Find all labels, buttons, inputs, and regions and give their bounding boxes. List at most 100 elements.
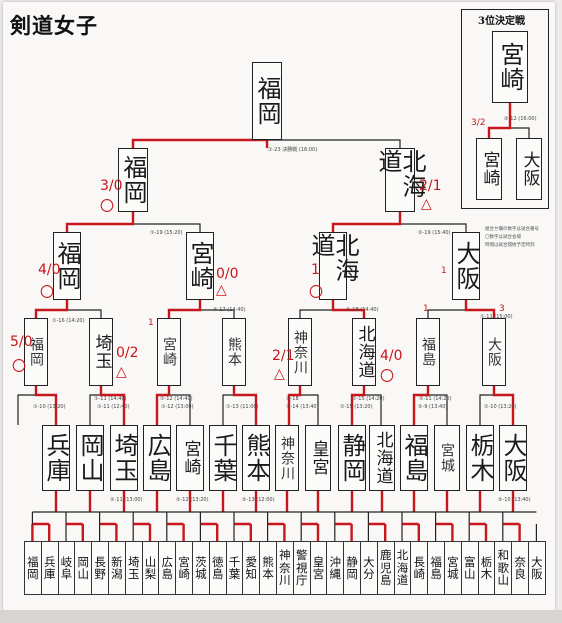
prefecture-char: 島 [379,573,392,588]
prefecture-char: 沖 [329,554,342,569]
prefecture-char: 島 [211,567,224,581]
prefecture-box: 千葉 [225,541,244,595]
round2-winner-6: 千葉 [209,425,237,491]
prefecture-char: 分 [363,567,375,581]
prefecture-box: 福島 [427,541,445,595]
round3-winner-3: 宮崎 [157,318,181,386]
semifinal-info-2: ②-19 (15:40) [418,230,451,236]
prefecture-char: 山 [463,567,476,581]
prefecture-char: 川 [279,573,291,588]
prefecture-box: 兵庫 [40,541,59,595]
prefecture-char: 山 [497,573,510,588]
prefecture-box: 大阪 [528,541,546,595]
round3-winner-line-5 [287,386,302,425]
prefecture-char: 長 [94,554,106,569]
prefecture-box: 宮城 [444,541,462,595]
prefecture-box: 静岡 [343,541,361,595]
prefecture-box: 岐阜 [57,541,76,595]
prefecture-char: 児 [379,560,392,575]
round3-winner-line-2 [99,386,126,425]
prefecture-char: 城 [447,567,459,581]
round3-winner-8: 大阪 [482,318,506,386]
round2-winner-12: 福島 [400,425,428,491]
prefecture-box: 和歌山 [494,541,513,595]
prefecture-char: 新 [111,554,123,569]
round3-winner-1: 福岡 [24,318,48,386]
prefecture-char: 大 [531,554,543,569]
round3-winner-line-4 [232,386,258,425]
round3-winner-line-7 [412,386,430,425]
round3-mark-2: △ [116,364,127,380]
prefecture-char: 阪 [531,567,543,581]
prefecture-char: 岡 [346,567,358,581]
prefecture-char: 良 [514,567,526,581]
prefecture-box: 警視庁 [292,541,311,595]
round3-score-5: 2/1 [272,348,295,364]
prefecture-char: 福 [430,554,442,569]
round2-info-5: ②-12 (13:20) [176,497,209,503]
q1-winner-line [34,300,69,318]
prefecture-box: 新潟 [108,541,126,595]
round3-winner-2: 埼玉 [89,318,113,386]
prefecture-char: 知 [245,567,258,581]
prefecture-box: 広島 [158,541,177,595]
round3-mark-6: 〇 [380,369,394,385]
prefecture-char: 視 [295,560,308,575]
round2-winner-5: 宮崎 [176,425,204,491]
round3-winner-7: 福島 [416,318,440,386]
round3-score-8: 3 [499,304,505,314]
round2-winner-2: 岡山 [76,425,104,491]
quarter-winner-1: 福岡 [53,232,81,300]
semifinal-mark-2: △ [421,196,432,212]
prefecture-char: 奈 [514,554,526,569]
round3-info-1: ①-16 (14:20) [52,318,85,324]
round3-winner-4: 熊本 [222,318,246,386]
round2-winner-13: 宮城 [434,425,460,491]
prefecture-char: 大 [363,554,375,569]
quarter-score-2: 0/0 [216,266,239,282]
prefecture-box: 沖縄 [326,541,345,595]
round2-info-12: ②-9 (13:40) [418,404,448,410]
quarter-mark-1: 〇 [40,285,54,301]
prefecture-box: 福岡 [24,541,42,595]
round3-winner-line-3 [155,386,171,425]
prefecture-char: 縄 [329,567,342,581]
round2-info-10: ①-15 (13:20) [340,404,373,410]
round3-info-6: ①-15 (14:20) [352,396,385,402]
prefecture-box: 熊本 [259,541,277,595]
round3-winner-line-1 [34,386,58,425]
prefecture-box: 徳島 [208,541,227,595]
prefecture-box: 宮崎 [175,541,193,595]
prefecture-char: 野 [94,567,106,581]
round2-winner-15: 大阪 [499,425,527,491]
quarter-info-3: ②-18 (14:40) [346,307,379,313]
round2-info-15: ②-10 (13:40) [498,497,531,503]
round3-bracket-4 [222,394,257,425]
note-2: 〇数字は試合会場 [485,235,521,240]
round2-info-4: ①-12 (13:00) [161,404,194,410]
third-place-panel [461,9,549,209]
prefecture-char: 崎 [413,567,426,581]
prefecture-char: 海 [396,560,409,575]
third-place-score: 3/2 [471,118,486,128]
prefecture-box: 大分 [360,541,378,595]
round3-winner-6: 北海道 [352,318,376,386]
floor [0,610,562,623]
prefecture-char: 島 [161,567,174,581]
prefecture-box: 長野 [91,541,109,595]
prefecture-char: 木 [480,567,493,581]
round2-winner-11: 北海道 [369,425,395,491]
round3-winner-line-6 [350,386,366,425]
semifinal-winner-2: 北海道 [374,148,426,212]
prefecture-char: 岡 [77,554,90,569]
third-place-finalist-2: 大阪 [516,138,542,200]
prefecture-char: 歌 [497,560,510,575]
round3-score-3: 1 [148,318,154,328]
third-place-finalist-1: 宮崎 [476,138,502,200]
quarter-mark-3: 〇 [309,285,323,301]
prefecture-char: 神 [279,548,291,563]
round2-info-8: ①-14 (13:40) [286,404,319,410]
prefecture-box: 奈良 [511,541,529,595]
quarter-score-4: 1 [441,266,447,276]
prefecture-char: 岐 [60,554,73,569]
